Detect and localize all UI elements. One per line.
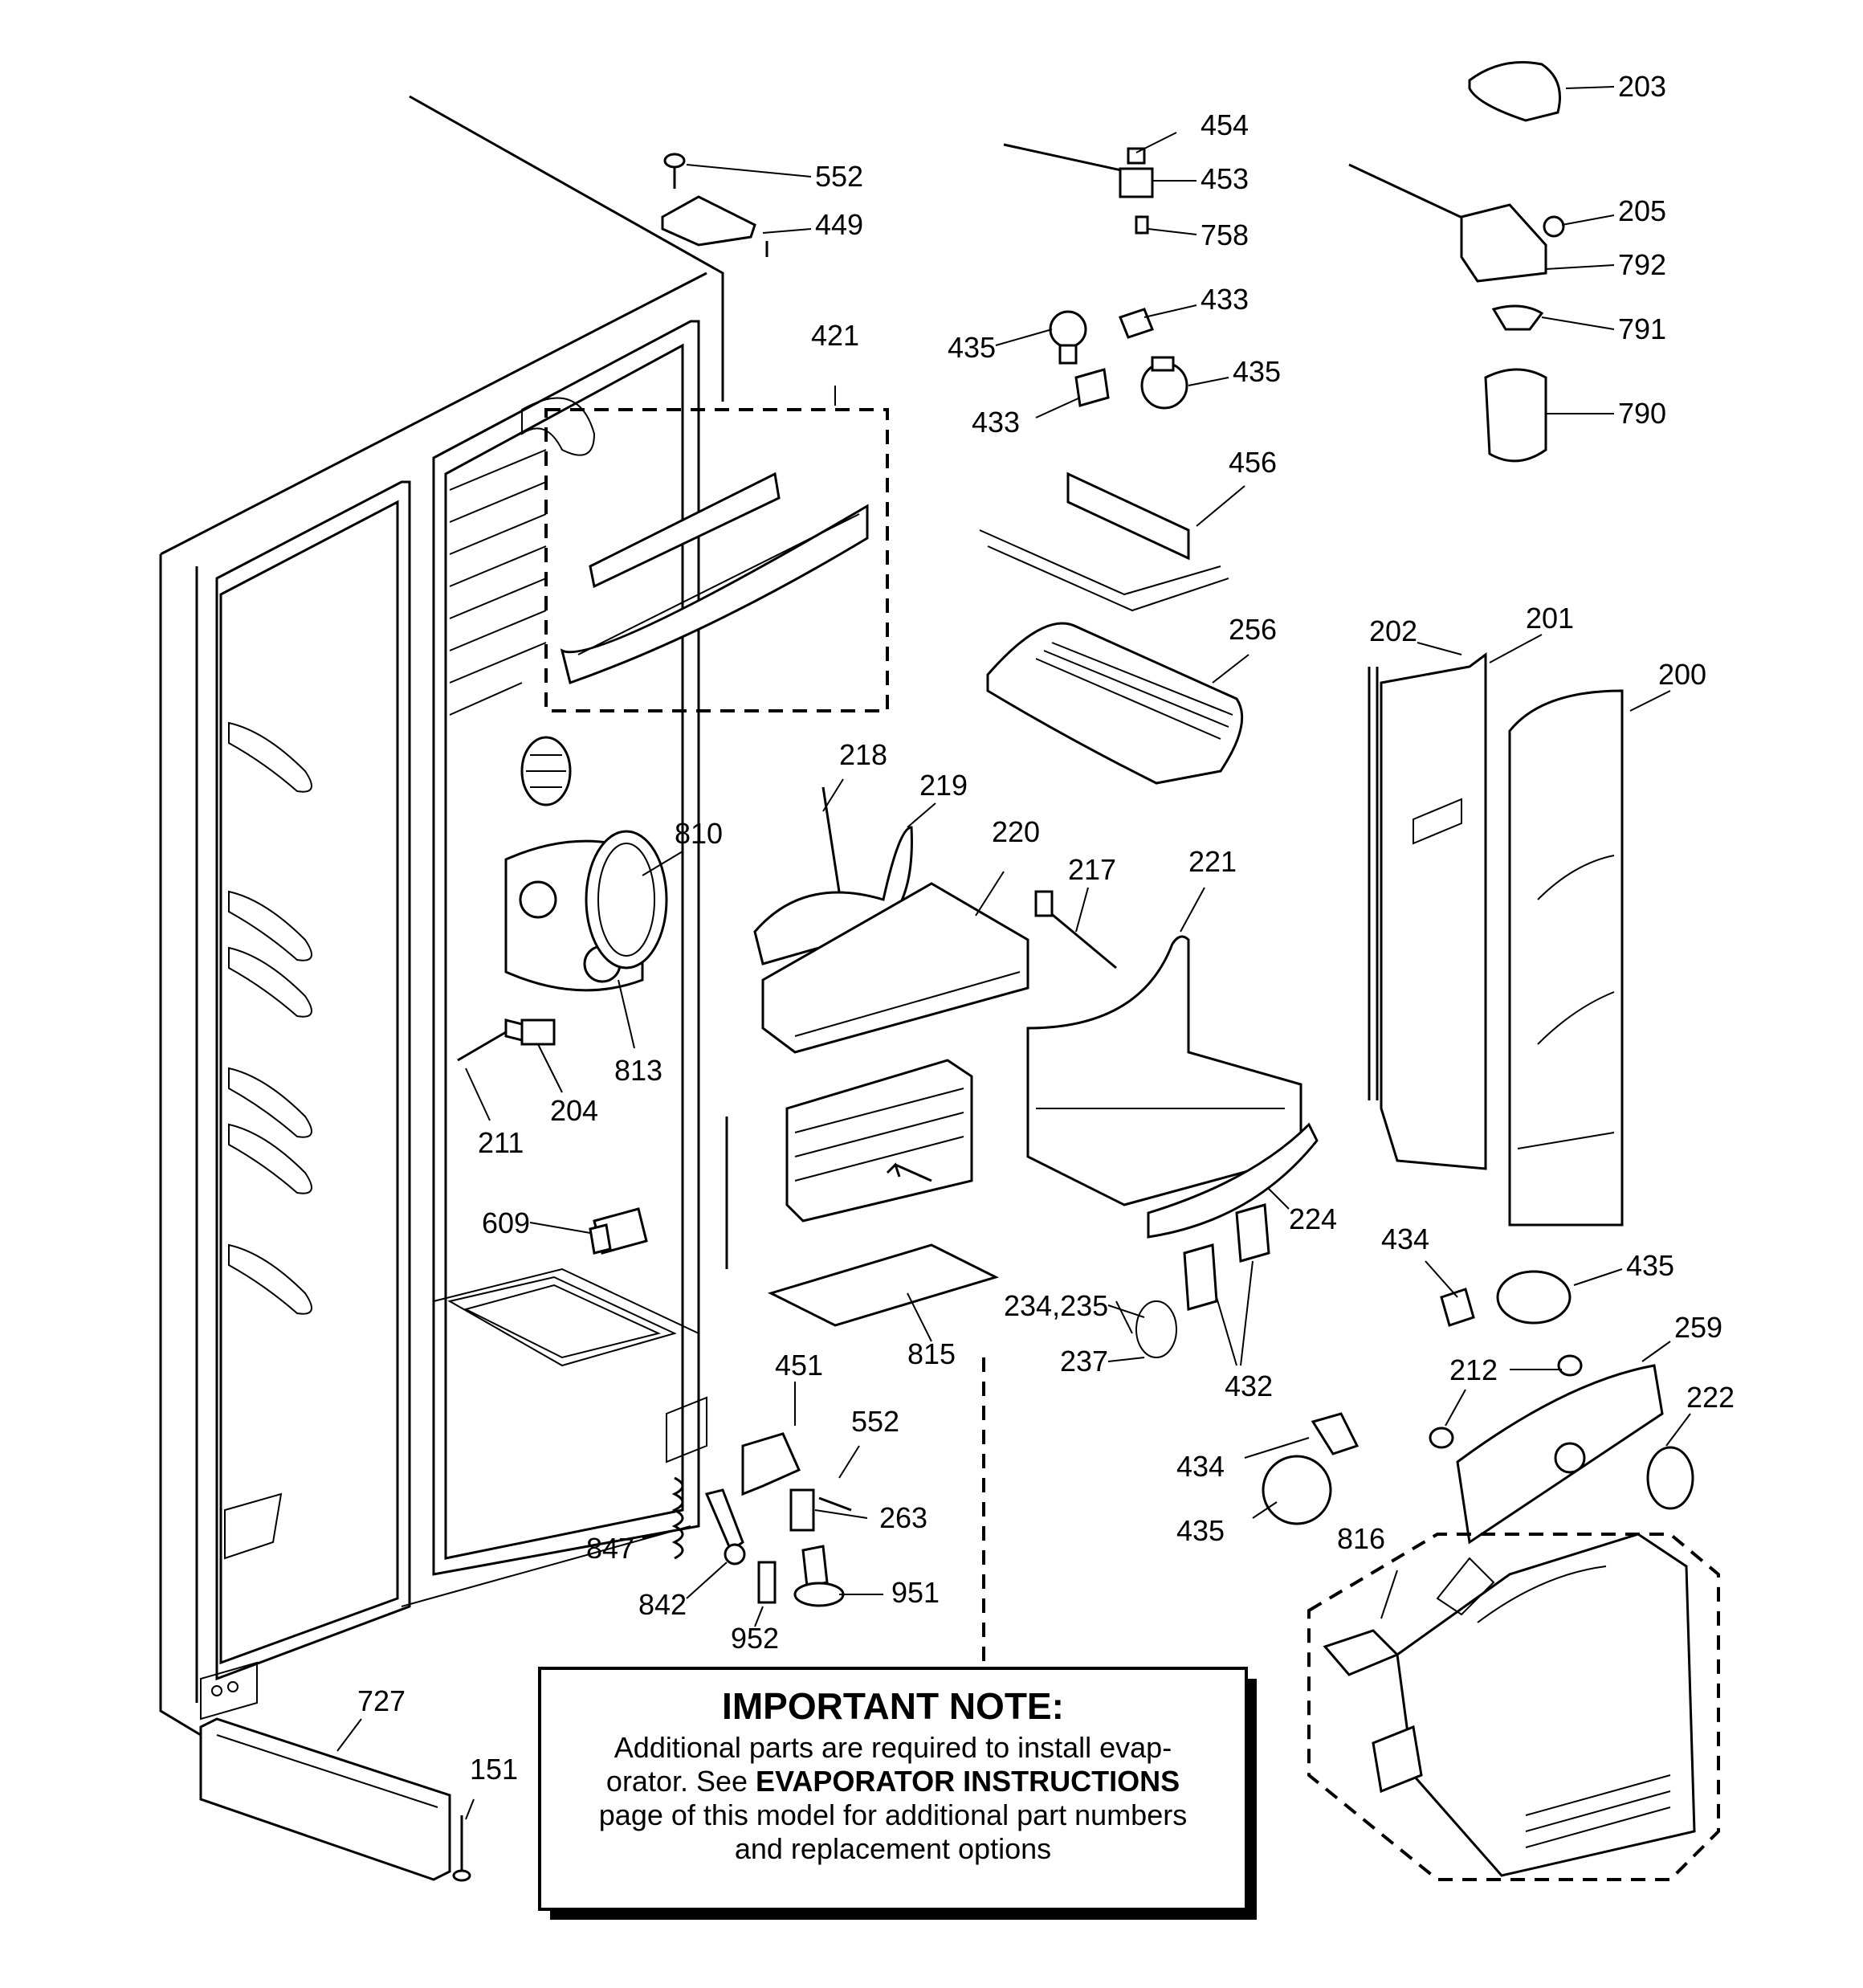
part-217-valve xyxy=(1034,890,1117,970)
bulb-434-435-lower xyxy=(1262,1412,1360,1525)
note-line-2-text: orator. See xyxy=(606,1765,756,1798)
callout-435: 435 xyxy=(1176,1514,1225,1547)
callout-815: 815 xyxy=(907,1337,956,1370)
callout-432: 432 xyxy=(1225,1370,1273,1402)
callout-211: 211 xyxy=(478,1126,524,1159)
part-151-screw xyxy=(452,1815,471,1882)
callout-790: 790 xyxy=(1618,397,1666,430)
callout-952: 952 xyxy=(731,1622,779,1655)
callout-434: 434 xyxy=(1381,1223,1429,1255)
part-453-454-clamp xyxy=(1003,143,1154,235)
evaporator-instructions-ref[interactable]: EVAPORATOR INSTRUCTIONS xyxy=(756,1765,1180,1798)
callout-453: 453 xyxy=(1201,162,1249,195)
callout-203: 203 xyxy=(1618,70,1666,103)
callout-456: 456 xyxy=(1229,446,1277,479)
callout-552: 552 xyxy=(815,160,863,193)
callout-labels: 552 449 421 454 453 758 433 435 435 433 … xyxy=(357,70,1735,1786)
callout-435: 435 xyxy=(948,331,996,364)
note-line-2: orator. See EVAPORATOR INSTRUCTIONS xyxy=(606,1765,1180,1798)
callout-792: 792 xyxy=(1618,248,1666,281)
callout-435: 435 xyxy=(1233,355,1281,388)
callout-259: 259 xyxy=(1674,1311,1722,1344)
callout-201: 201 xyxy=(1526,602,1574,635)
callout-813: 813 xyxy=(614,1054,662,1087)
callout-205: 205 xyxy=(1618,194,1666,227)
callout-842: 842 xyxy=(638,1588,687,1621)
part-810-813-fan xyxy=(504,830,668,992)
callout-421: 421 xyxy=(811,319,859,352)
callout-217: 217 xyxy=(1068,853,1116,886)
leader-lines xyxy=(336,86,1691,1820)
callout-212: 212 xyxy=(1449,1353,1498,1386)
callout-234-235: 234,235 xyxy=(1004,1289,1108,1322)
refrigerator-cabinet xyxy=(159,95,724,1737)
parts-200-201-202-panels xyxy=(1368,652,1624,1227)
callout-263: 263 xyxy=(879,1501,927,1534)
parts-847-842-spring-cam xyxy=(671,1476,746,1565)
callout-434: 434 xyxy=(1176,1450,1225,1483)
callout-758: 758 xyxy=(1201,218,1249,251)
callout-204: 204 xyxy=(550,1094,598,1127)
parts-792-791-790-205 xyxy=(1348,163,1565,463)
callout-151: 151 xyxy=(470,1753,518,1786)
bulb-434-435-right xyxy=(1440,1270,1572,1327)
hardware-204-211 xyxy=(457,1018,556,1062)
callout-454: 454 xyxy=(1201,108,1249,141)
parts-212-259-222-cover xyxy=(1429,1354,1694,1545)
parts-951-952-roller xyxy=(757,1545,845,1607)
hardware-552-449 xyxy=(661,153,768,257)
parts-432-234-237-sockets xyxy=(1135,1203,1270,1358)
callout-791: 791 xyxy=(1618,312,1666,345)
part-816-icemaker xyxy=(1323,1533,1696,1877)
note-line-3: page of this model for additional part n… xyxy=(599,1798,1187,1831)
part-421-light-housing xyxy=(560,471,869,684)
callout-609: 609 xyxy=(482,1206,530,1239)
callout-221: 221 xyxy=(1188,845,1237,878)
part-815-evaporator xyxy=(697,1059,1000,1327)
note-line-4: and replacement options xyxy=(735,1832,1051,1865)
callout-237: 237 xyxy=(1060,1345,1108,1378)
callout-951: 951 xyxy=(891,1576,940,1609)
part-609-switch xyxy=(589,1207,648,1255)
callout-847: 847 xyxy=(586,1532,634,1565)
part-221-224-dispenser-housing xyxy=(1026,935,1319,1239)
callout-816: 816 xyxy=(1337,1522,1385,1555)
part-456-bracket xyxy=(979,471,1229,612)
callout-727: 727 xyxy=(357,1684,406,1717)
parts-451-552-263-hinge xyxy=(741,1432,852,1532)
callout-200: 200 xyxy=(1658,658,1706,691)
callout-256: 256 xyxy=(1229,613,1277,646)
callout-219: 219 xyxy=(919,769,968,802)
note-line-1: Additional parts are required to install… xyxy=(614,1731,1172,1764)
callout-552: 552 xyxy=(851,1405,899,1438)
part-727-grille xyxy=(199,1717,451,1881)
callout-220: 220 xyxy=(992,815,1040,848)
callout-451: 451 xyxy=(775,1349,823,1382)
part-256-tray xyxy=(986,622,1244,785)
callout-222: 222 xyxy=(1686,1381,1735,1414)
part-816-assembly-box xyxy=(1307,1533,1720,1881)
callout-435: 435 xyxy=(1626,1249,1674,1282)
callout-810: 810 xyxy=(675,817,723,850)
callout-218: 218 xyxy=(839,738,887,771)
note-title: IMPORTANT NOTE: xyxy=(722,1685,1064,1727)
part-203-cap xyxy=(1468,61,1561,122)
parts-218-219-220-dispenser xyxy=(753,786,1029,1054)
callout-433: 433 xyxy=(1201,283,1249,316)
callout-224: 224 xyxy=(1289,1202,1337,1235)
light-bulbs-and-sockets-top xyxy=(1049,308,1188,410)
callout-433: 433 xyxy=(972,406,1020,439)
part-421-assembly-box xyxy=(544,408,889,712)
callout-449: 449 xyxy=(815,208,863,241)
important-note-box: IMPORTANT NOTE: Additional parts are req… xyxy=(538,1667,1257,1920)
callout-202: 202 xyxy=(1369,614,1417,647)
